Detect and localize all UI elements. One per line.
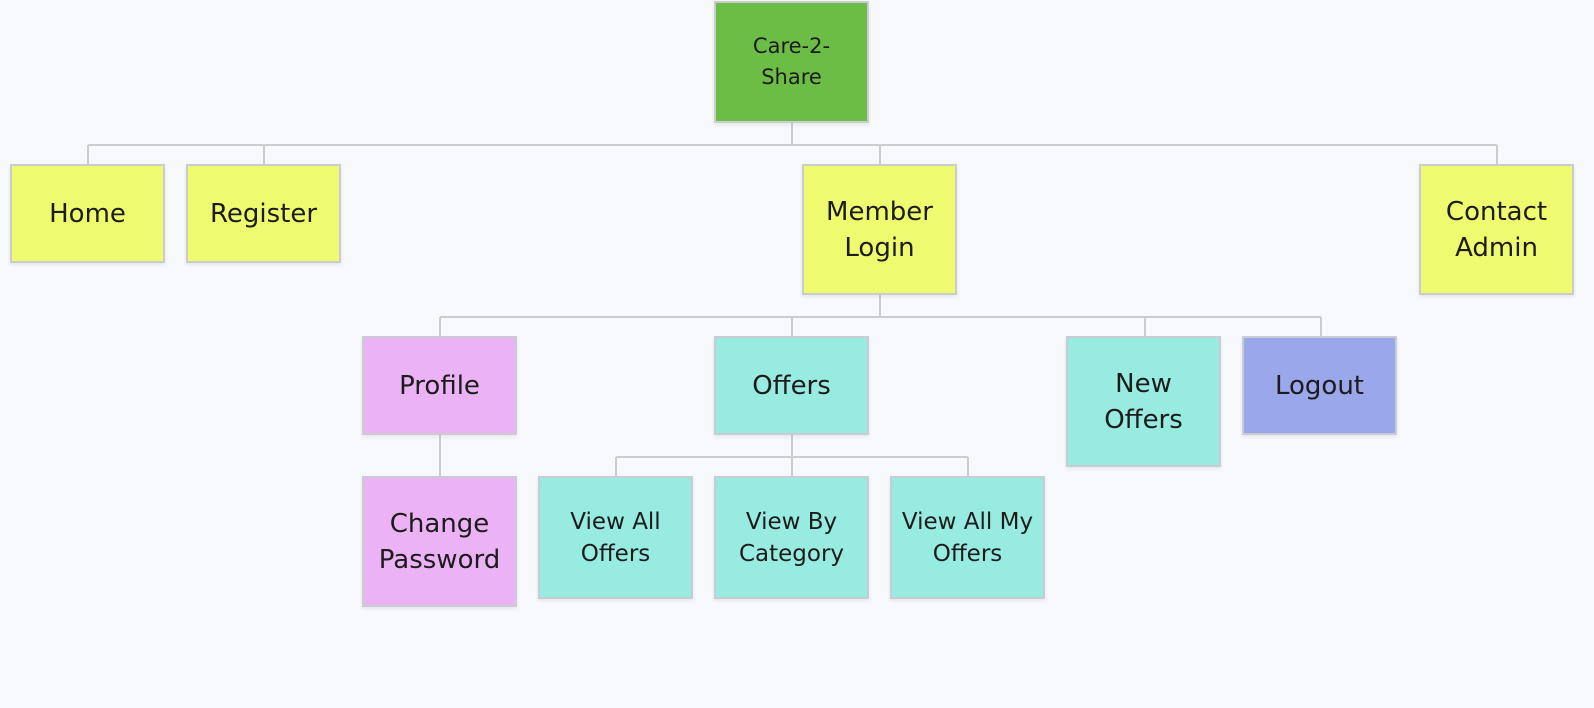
node-new-offers[interactable]: New Offers xyxy=(1066,336,1221,467)
node-care-2-share[interactable]: Care-2- Share xyxy=(714,1,869,123)
node-register[interactable]: Register xyxy=(186,164,341,263)
node-view-all-my-offers-label: View All My Offers xyxy=(901,508,1034,567)
node-offers[interactable]: Offers xyxy=(714,336,869,435)
node-home[interactable]: Home xyxy=(10,164,165,263)
node-home-label: Home xyxy=(49,198,126,229)
node-member-login-label: Member Login xyxy=(826,196,933,263)
node-offers-label: Offers xyxy=(752,370,831,401)
node-contact-admin-label: Contact Admin xyxy=(1445,196,1548,263)
node-view-all-my-offers[interactable]: View All My Offers xyxy=(890,476,1045,599)
node-profile[interactable]: Profile xyxy=(362,336,517,435)
node-change-password[interactable]: Change Password xyxy=(362,476,517,607)
node-view-by-category-label: View By Category xyxy=(738,508,845,567)
node-view-all-offers-label: View All Offers xyxy=(570,508,661,567)
node-new-offers-label: New Offers xyxy=(1104,368,1183,435)
node-register-label: Register xyxy=(209,198,318,229)
node-profile-label: Profile xyxy=(399,370,480,401)
node-contact-admin[interactable]: Contact Admin xyxy=(1419,164,1574,295)
node-logout-label: Logout xyxy=(1274,370,1365,401)
node-logout[interactable]: Logout xyxy=(1242,336,1397,435)
node-member-login[interactable]: Member Login xyxy=(802,164,957,295)
node-care-2-share-label: Care-2- Share xyxy=(752,34,831,89)
node-change-password-label: Change Password xyxy=(378,508,501,575)
node-view-all-offers[interactable]: View All Offers xyxy=(538,476,693,599)
node-view-by-category[interactable]: View By Category xyxy=(714,476,869,599)
